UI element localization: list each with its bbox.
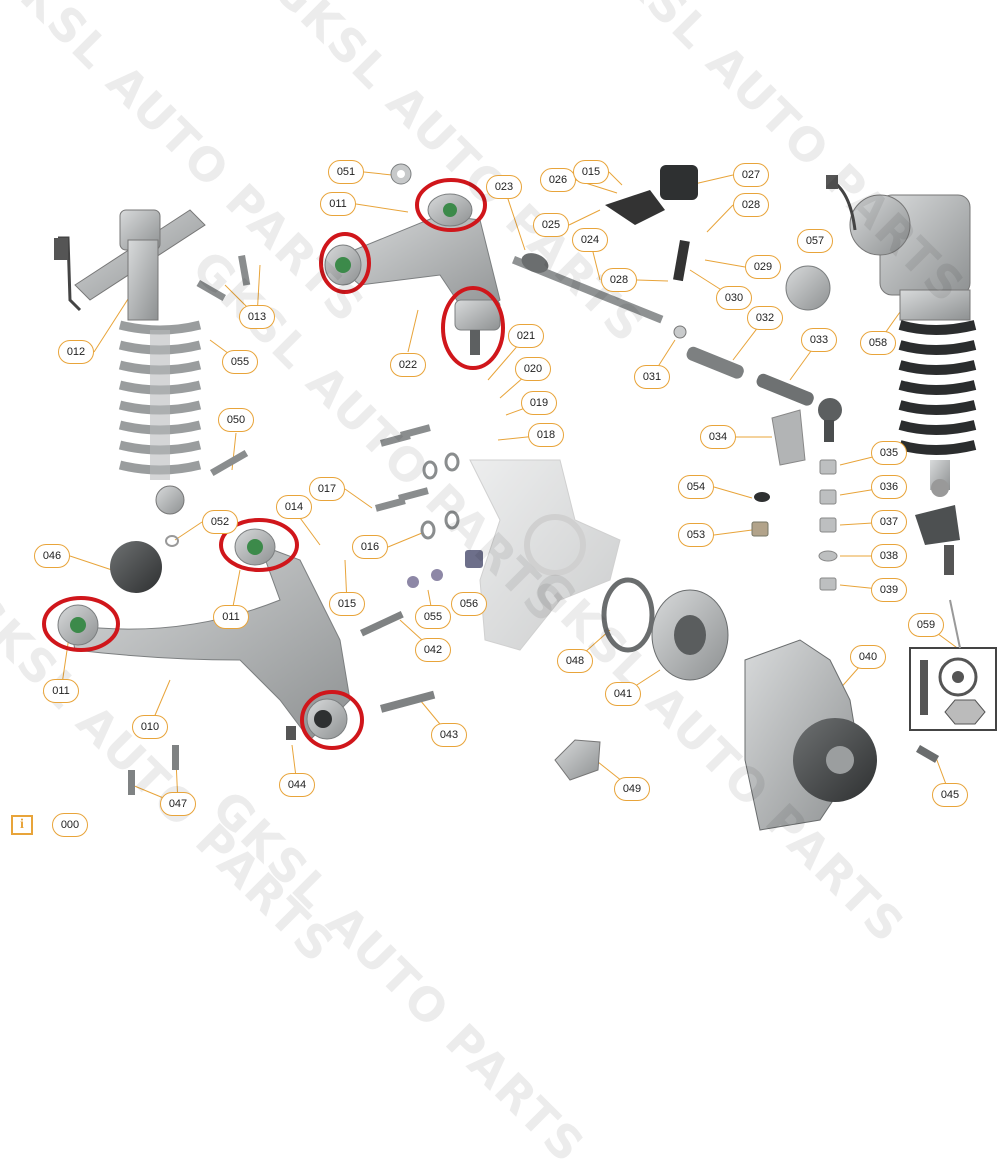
- callout-012[interactable]: 012: [58, 340, 94, 364]
- callout-039[interactable]: 039: [871, 578, 907, 602]
- callout-021[interactable]: 021: [508, 324, 544, 348]
- highlight-lower-hydrobushing: [300, 690, 364, 750]
- ring-052: [165, 535, 179, 547]
- callout-026[interactable]: 026: [540, 168, 576, 192]
- callout-049[interactable]: 049: [614, 777, 650, 801]
- callout-034[interactable]: 034: [700, 425, 736, 449]
- leader-lines: [60, 171, 961, 805]
- upper-control-arm: [324, 163, 501, 355]
- callout-051[interactable]: 051: [328, 160, 364, 184]
- callout-015[interactable]: 015: [329, 592, 365, 616]
- callout-052[interactable]: 052: [202, 510, 238, 534]
- highlight-ball-joint: [441, 286, 505, 370]
- sensor-inset-059: [909, 599, 997, 731]
- callout-041[interactable]: 041: [605, 682, 641, 706]
- callout-045[interactable]: 045: [932, 783, 968, 807]
- highlight-circles: [42, 178, 505, 750]
- brackets-sensors: [605, 165, 831, 311]
- callout-020[interactable]: 020: [515, 357, 551, 381]
- highlight-lower-rear-bushing: [219, 518, 299, 572]
- rubber-bump-stop: [110, 541, 162, 593]
- callout-011[interactable]: 011: [213, 605, 249, 629]
- callout-036[interactable]: 036: [871, 475, 907, 499]
- callout-028[interactable]: 028: [601, 268, 637, 292]
- highlight-upper-bushing: [415, 178, 487, 232]
- callout-055[interactable]: 055: [415, 605, 451, 629]
- callout-059[interactable]: 059: [908, 613, 944, 637]
- callout-028[interactable]: 028: [733, 193, 769, 217]
- callout-056[interactable]: 056: [451, 592, 487, 616]
- callout-054[interactable]: 054: [678, 475, 714, 499]
- callout-035[interactable]: 035: [871, 441, 907, 465]
- steering-tie-rod: [512, 253, 842, 442]
- callout-037[interactable]: 037: [871, 510, 907, 534]
- callout-025[interactable]: 025: [533, 213, 569, 237]
- callout-023[interactable]: 023: [486, 175, 522, 199]
- heat-shield: [554, 739, 601, 781]
- callout-016[interactable]: 016: [352, 535, 388, 559]
- callout-027[interactable]: 027: [733, 163, 769, 187]
- callout-046[interactable]: 046: [34, 544, 70, 568]
- callout-014[interactable]: 014: [276, 495, 312, 519]
- callout-055[interactable]: 055: [222, 350, 258, 374]
- callout-053[interactable]: 053: [678, 523, 714, 547]
- highlight-lower-front-bushing: [42, 596, 120, 652]
- callout-018[interactable]: 018: [528, 423, 564, 447]
- bolts-042-043-047: [128, 610, 436, 795]
- bolt-045: [915, 745, 940, 763]
- callout-040[interactable]: 040: [850, 645, 886, 669]
- bolts-013-050: [196, 255, 251, 477]
- hub-and-knuckle: [601, 577, 877, 831]
- callout-038[interactable]: 038: [871, 544, 907, 568]
- callout-000[interactable]: 000: [52, 813, 88, 837]
- callout-043[interactable]: 043: [431, 723, 467, 747]
- callout-029[interactable]: 029: [745, 255, 781, 279]
- callout-019[interactable]: 019: [521, 391, 557, 415]
- callout-057[interactable]: 057: [797, 229, 833, 253]
- callout-017[interactable]: 017: [309, 477, 345, 501]
- callout-047[interactable]: 047: [160, 792, 196, 816]
- callout-050[interactable]: 050: [218, 408, 254, 432]
- callout-042[interactable]: 042: [415, 638, 451, 662]
- lower-control-arm: [57, 528, 351, 741]
- callout-058[interactable]: 058: [860, 331, 896, 355]
- callout-011[interactable]: 011: [43, 679, 79, 703]
- highlight-upper-front-bushing: [319, 232, 371, 294]
- right-strut-assembly: [826, 175, 977, 497]
- callout-044[interactable]: 044: [279, 773, 315, 797]
- callout-013[interactable]: 013: [239, 305, 275, 329]
- callout-022[interactable]: 022: [390, 353, 426, 377]
- callout-048[interactable]: 048: [557, 649, 593, 673]
- callout-010[interactable]: 010: [132, 715, 168, 739]
- info-icon[interactable]: i: [11, 815, 33, 835]
- callout-033[interactable]: 033: [801, 328, 837, 352]
- small-bushings: [751, 409, 960, 591]
- left-coilover-shock: [54, 209, 206, 515]
- callout-024[interactable]: 024: [572, 228, 608, 252]
- callout-030[interactable]: 030: [716, 286, 752, 310]
- callout-032[interactable]: 032: [747, 306, 783, 330]
- callout-011[interactable]: 011: [320, 192, 356, 216]
- bolt-washer-cluster: [375, 424, 483, 588]
- callout-031[interactable]: 031: [634, 365, 670, 389]
- callout-015[interactable]: 015: [573, 160, 609, 184]
- steering-knuckle-ghost: [469, 459, 621, 651]
- parts-illustration: [42, 163, 997, 831]
